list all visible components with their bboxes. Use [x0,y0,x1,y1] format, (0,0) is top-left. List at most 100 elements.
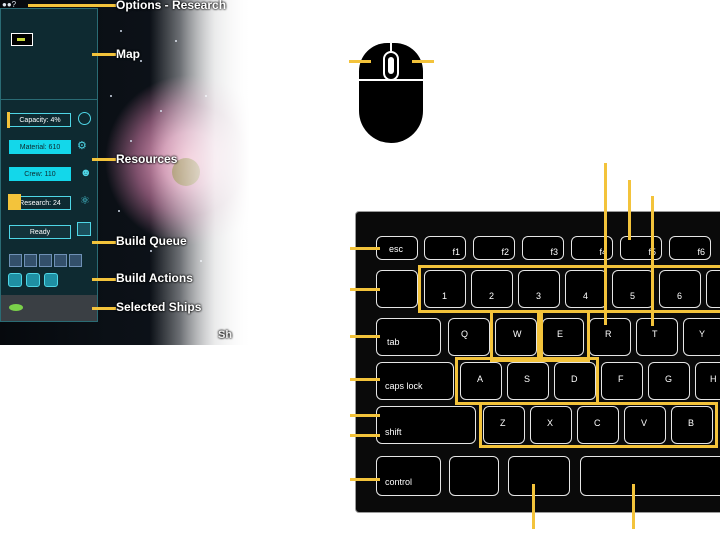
material-icon: ⚙ [77,140,87,152]
map-label: Map [116,47,140,61]
key-d[interactable]: D [554,362,596,400]
r-key-leader [604,163,607,325]
shift-leader-1 [350,414,380,417]
sidebar-panel: Capacity: 4% Material: 610 ⚙ Crew: 110 ☻… [0,8,98,322]
options-label: Options - Research [116,0,227,12]
capacity-icon[interactable] [78,112,91,125]
key-alt[interactable] [508,456,570,496]
number-row-highlight [418,265,720,313]
build-actions-leader [92,278,116,281]
key-t[interactable]: T [636,318,678,356]
key-2[interactable]: 2 [471,270,513,308]
map-leader [92,53,116,56]
key-f1[interactable]: f1 [424,236,466,260]
game-screenshot: ●●? Capacity: 4% Material: 610 ⚙ Crew: 1… [0,0,300,345]
caps-leader [350,378,380,381]
key-r[interactable]: R [589,318,631,356]
key-f[interactable]: F [601,362,643,400]
key-h[interactable]: H [695,362,720,400]
key-g[interactable]: G [648,362,690,400]
build-queue-label: Build Queue [116,234,187,248]
shift-leader-2 [350,434,380,437]
key-4[interactable]: 4 [565,270,607,308]
queue-slot[interactable] [54,254,67,267]
key-1[interactable]: 1 [424,270,466,308]
material-bar: Material: 610 [9,140,71,154]
left-click-leader [349,60,371,63]
key-f5[interactable]: f5 [620,236,662,260]
key-caps-lock[interactable]: caps lock [376,362,454,400]
flask-icon: ⚛ [80,195,90,207]
key-a[interactable]: A [460,362,502,400]
key-z[interactable]: Z [483,406,525,444]
key-f6[interactable]: f6 [669,236,711,260]
selected-ships-panel [1,295,97,321]
t-key-leader [651,196,654,326]
tab-leader [350,335,380,338]
key-shift[interactable]: shift [376,406,476,444]
build-action-button[interactable] [44,273,58,287]
key-tab[interactable]: tab [376,318,441,356]
divider [1,99,97,100]
key-y[interactable]: Y [683,318,720,356]
selected-ships-leader [92,307,116,310]
key-control[interactable]: control [376,456,441,496]
minimap[interactable] [11,33,33,46]
research-label: Research: 24 [19,200,61,207]
key-3[interactable]: 3 [518,270,560,308]
right-click-leader [412,60,434,63]
crew-icon: ☻ [80,167,92,179]
alt-key-leader [532,484,535,529]
crew-bar: Crew: 110 [9,167,71,181]
options-leader [28,4,116,7]
key-esc[interactable]: esc [376,236,418,260]
key-x[interactable]: X [530,406,572,444]
key-7[interactable] [706,270,720,308]
build-action-button[interactable] [26,273,40,287]
ready-label: Ready [29,229,51,236]
queue-toggle[interactable] [77,222,91,236]
key-backtick[interactable] [376,270,418,308]
research-fill [8,194,21,210]
key-5[interactable]: 5 [612,270,654,308]
key-q[interactable]: Q [448,318,490,356]
space-key-leader [632,484,635,529]
key-c[interactable]: C [577,406,619,444]
key-w[interactable]: W [495,318,537,356]
key-b[interactable]: B [671,406,713,444]
ready-button[interactable]: Ready [9,225,71,239]
build-action-button[interactable] [8,273,22,287]
asd-highlight [455,357,599,405]
capacity-fill [7,112,10,128]
material-label: Material: 610 [19,144,61,151]
help-icon[interactable]: ? [11,0,17,9]
resources-label: Resources [116,152,178,166]
queue-slot[interactable] [69,254,82,267]
key-v[interactable]: V [624,406,666,444]
build-queue-leader [92,241,116,244]
backtick-leader [350,288,380,291]
queue-slot[interactable] [9,254,22,267]
keyboard: esc f1 f2 f3 f4 f5 f6 1 2 3 4 5 6 tab Q … [355,211,720,513]
key-fn[interactable] [449,456,499,496]
e-key-highlight [540,310,590,362]
key-space[interactable] [580,456,720,496]
queue-slot[interactable] [39,254,52,267]
zxcvb-highlight [479,402,718,448]
capacity-bar: Capacity: 4% [9,113,71,127]
key-6[interactable]: 6 [659,270,701,308]
ship-icon[interactable] [9,304,23,311]
queue-slot[interactable] [24,254,37,267]
build-actions-label: Build Actions [116,271,193,285]
key-e[interactable]: E [542,318,584,356]
key-f2[interactable]: f2 [473,236,515,260]
mouse-icon [359,43,423,143]
f5-key-leader [628,180,631,240]
key-f3[interactable]: f3 [522,236,564,260]
selected-ships-label: Selected Ships [116,300,202,314]
user-icon[interactable]: ●● [2,0,12,9]
bottom-label: Sh [218,329,233,341]
crew-label: Crew: 110 [24,171,56,178]
key-s[interactable]: S [507,362,549,400]
resources-leader [92,158,116,161]
